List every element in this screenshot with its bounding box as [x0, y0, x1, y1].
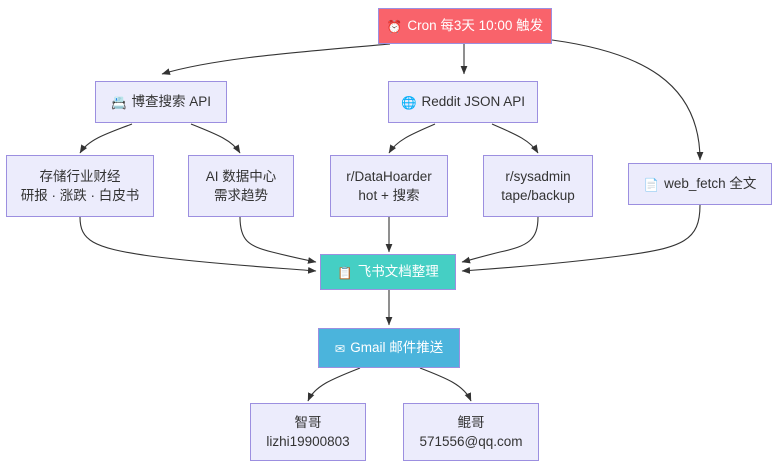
- node-subreddit-datahoarder[interactable]: r/DataHoarder hot + 搜索: [330, 155, 448, 217]
- edge-reddit-to-sysadmin: [491, 123, 539, 154]
- edge-gmail-to-recipient2: [419, 367, 472, 402]
- node-cron-trigger-label: Cron 每3天 10:00 触发: [407, 18, 544, 34]
- node-subreddit-sysadmin[interactable]: r/sysadmin tape/backup: [483, 155, 593, 217]
- alarm-clock-icon: ⏰: [386, 19, 403, 35]
- node-web-fetch-text: 📄web_fetch 全文: [644, 174, 757, 194]
- node-subreddit-datahoarder-line1: r/DataHoarder: [346, 168, 432, 184]
- node-reddit-api-text: 🌐Reddit JSON API: [401, 92, 525, 112]
- node-bocha-api-text: 📇博查搜索 API: [111, 92, 211, 112]
- edge-bocha-to-aidc: [190, 123, 241, 154]
- edge-cron-to-bocha: [161, 43, 391, 75]
- node-recipient-zhige[interactable]: 智哥 lizhi19900803: [250, 403, 366, 461]
- node-feishu-doc-label: 飞书文档整理: [357, 264, 439, 280]
- node-storage-finance-line1: 存储行业财经: [39, 168, 121, 184]
- edge-bocha-to-storage: [79, 123, 133, 154]
- edge-reddit-to-datahoarder: [388, 123, 436, 154]
- edge-aidc-to-feishu: [239, 216, 317, 264]
- edge-storage-to-feishu: [79, 216, 317, 274]
- node-recipient-kunge-name: 鲲哥: [457, 414, 485, 430]
- node-gmail-push-label: Gmail 邮件推送: [350, 340, 444, 356]
- node-reddit-api[interactable]: 🌐Reddit JSON API: [388, 81, 538, 123]
- node-storage-finance[interactable]: 存储行业财经 研报 · 涨跌 · 白皮书: [6, 155, 154, 217]
- edge-cron-to-webfetch: [551, 39, 704, 161]
- node-recipient-kunge[interactable]: 鲲哥 571556@qq.com: [403, 403, 539, 461]
- node-recipient-zhige-address: lizhi19900803: [266, 434, 350, 449]
- node-subreddit-sysadmin-line1: r/sysadmin: [505, 168, 571, 184]
- node-web-fetch[interactable]: 📄web_fetch 全文: [628, 163, 772, 205]
- node-bocha-api[interactable]: 📇博查搜索 API: [95, 81, 227, 123]
- edge-sysadmin-to-feishu: [461, 216, 539, 264]
- node-web-fetch-label: web_fetch 全文: [664, 176, 757, 192]
- node-ai-datacenter-line2: 需求趋势: [214, 188, 268, 203]
- envelope-icon: ✉: [334, 341, 346, 357]
- node-cron-trigger[interactable]: ⏰Cron 每3天 10:00 触发: [378, 8, 552, 44]
- globe-icon: 🌐: [400, 95, 417, 111]
- node-subreddit-datahoarder-line2: hot + 搜索: [358, 188, 420, 203]
- node-cron-trigger-text: ⏰Cron 每3天 10:00 触发: [387, 16, 543, 36]
- clipboard-icon: 📋: [337, 265, 353, 281]
- card-index-icon: 📇: [110, 95, 127, 111]
- node-storage-finance-line2: 研报 · 涨跌 · 白皮书: [20, 188, 140, 203]
- node-gmail-push-text: ✉Gmail 邮件推送: [335, 338, 444, 358]
- node-feishu-doc-text: 📋飞书文档整理: [337, 262, 439, 282]
- node-feishu-doc[interactable]: 📋飞书文档整理: [320, 254, 456, 290]
- node-recipient-zhige-name: 智哥: [294, 414, 322, 430]
- page-facing-up-icon: 📄: [643, 177, 660, 193]
- node-gmail-push[interactable]: ✉Gmail 邮件推送: [318, 328, 460, 368]
- node-recipient-kunge-address: 571556@qq.com: [419, 434, 523, 449]
- node-subreddit-sysadmin-line2: tape/backup: [501, 188, 575, 203]
- node-reddit-api-label: Reddit JSON API: [421, 94, 526, 110]
- node-bocha-api-label: 博查搜索 API: [131, 94, 212, 110]
- node-ai-datacenter-line1: AI 数据中心: [205, 168, 277, 184]
- node-ai-datacenter[interactable]: AI 数据中心 需求趋势: [188, 155, 294, 217]
- edge-gmail-to-recipient1: [307, 367, 361, 402]
